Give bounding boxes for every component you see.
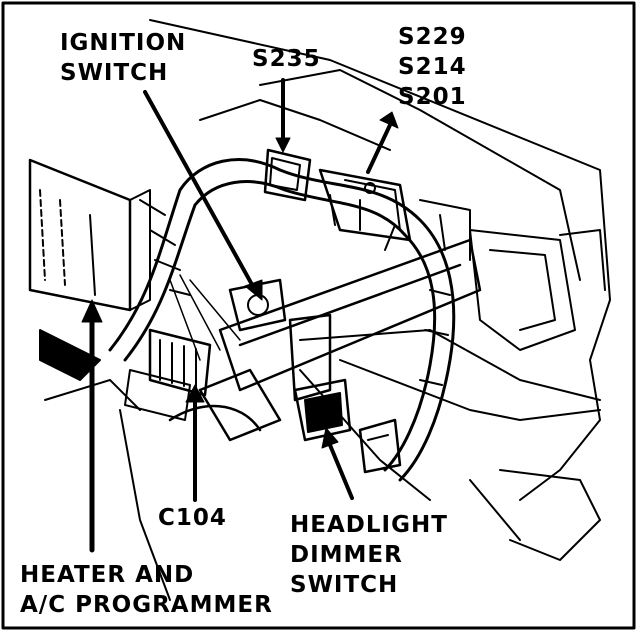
steering-column xyxy=(168,238,482,442)
wiring-harness xyxy=(108,158,456,482)
c104-connector xyxy=(124,328,212,421)
splice-connector xyxy=(318,168,412,242)
ignition-switch-label: IGNITION SWITCH xyxy=(60,28,186,88)
s229-label: S229 xyxy=(398,24,467,50)
s235-label: S235 xyxy=(252,46,321,72)
ignition-switch-label-line1: IGNITION xyxy=(60,30,187,56)
dash-panel xyxy=(44,19,611,601)
dimmer-switch-body xyxy=(288,313,402,474)
headlight-label-line1: HEADLIGHT xyxy=(290,512,448,538)
headlight-label-line2: DIMMER xyxy=(290,542,403,568)
s214-label: S214 xyxy=(398,54,467,80)
c104-label: C104 xyxy=(158,505,227,531)
s201-label: S201 xyxy=(398,84,467,110)
headlight-dimmer-switch-label: HEADLIGHT DIMMER SWITCH xyxy=(290,510,448,600)
ignition-switch-label-line2: SWITCH xyxy=(60,60,169,86)
leader-arrows xyxy=(81,78,399,553)
heater-ac-programmer-label: HEATER AND A/C PROGRAMMER xyxy=(20,560,273,620)
s235-connector xyxy=(263,148,312,202)
heater-label-line1: HEATER AND xyxy=(20,562,195,588)
headlight-label-line3: SWITCH xyxy=(290,572,399,598)
splice-group-label: S229 S214 S201 xyxy=(398,22,467,112)
heater-label-line2: A/C PROGRAMMER xyxy=(20,592,273,618)
